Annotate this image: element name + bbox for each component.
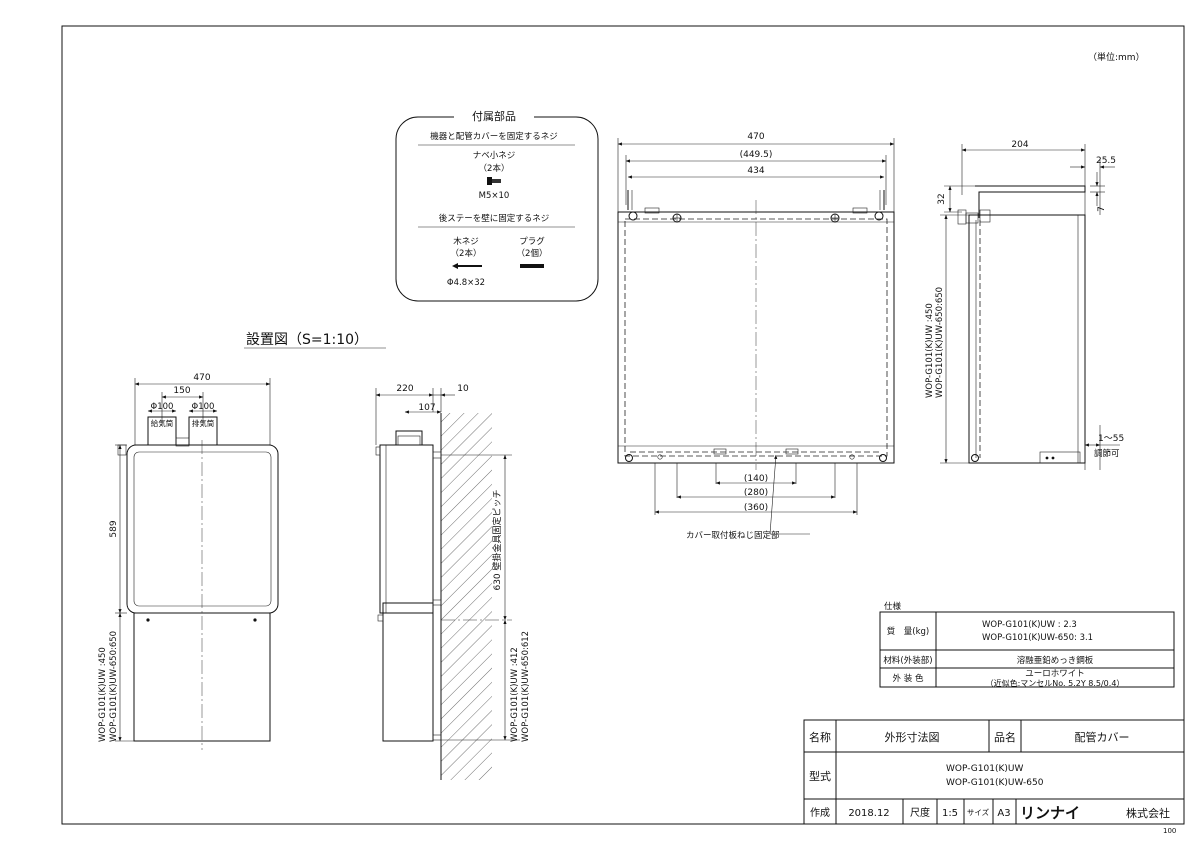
- front-dim-total: 470: [747, 132, 764, 142]
- tb-date: 2018.12: [848, 808, 889, 819]
- install-side-model-2: WOP-G101(K)UW-650:612: [521, 631, 531, 742]
- install-title: 設置図（S=1:10）: [246, 332, 368, 348]
- spec-color-label: 外 装 色: [893, 673, 924, 684]
- tb-brand: リンナイ: [1020, 804, 1080, 822]
- wood-screw-icon: [452, 263, 482, 269]
- install-front-model-1: WOP-G101(K)UW :450: [98, 647, 108, 742]
- spec-material-label: 材料(外装部): [883, 655, 932, 666]
- dia-left: Φ100: [151, 402, 174, 412]
- title-block: 名称 外形寸法図 品名 配管カバー 型式 WOP-G101(K)UW WOP-G…: [803, 719, 1185, 825]
- install-front-pitch: 150: [173, 386, 190, 396]
- spec-mass-line2: WOP-G101(K)UW-650: 3.1: [982, 633, 1093, 643]
- tb-company-suffix: 株式会社: [1126, 806, 1170, 820]
- plug-icon: [520, 264, 544, 268]
- screw-name: ナベ小ネジ: [473, 150, 516, 161]
- unit-note: （単位:mm）: [1088, 51, 1145, 63]
- install-side-offset: 107: [418, 403, 435, 413]
- tb-product-value: 配管カバー: [1075, 730, 1130, 744]
- tb-size-label: サイズ: [967, 807, 990, 817]
- side-dim-25-5: 25.5: [1096, 156, 1116, 166]
- spec-material-value: 溶融亜鉛めっき鋼板: [1017, 655, 1094, 666]
- wood-screw-name: 木ネジ: [453, 236, 479, 247]
- side-adjust-label: 調節可: [1094, 448, 1120, 459]
- spec-mass-line1: WOP-G101(K)UW : 2.3: [982, 620, 1077, 630]
- side-model-2: WOP-G101(K)UW-650:650: [935, 287, 945, 398]
- page-code: 100: [1163, 827, 1176, 835]
- front-callout: カバー取付板ねじ固定部: [686, 530, 780, 541]
- wood-screw-qty: （2本）: [451, 248, 482, 259]
- accessories-group2-title: 後ステーを壁に固定するネジ: [439, 213, 550, 224]
- side-adjust-range: 1〜55: [1098, 434, 1124, 444]
- screw-qty: （2本）: [479, 163, 510, 174]
- tb-made-label: 作成: [810, 807, 830, 819]
- supply-pipe-label: 給気筒: [151, 418, 174, 428]
- front-dim-280: (280): [744, 488, 768, 498]
- tb-name-value: 外形寸法図: [885, 730, 940, 744]
- drawing-border: [61, 25, 1185, 825]
- plug-name: プラグ: [519, 236, 545, 247]
- tb-model-label: 型式: [809, 769, 831, 783]
- accessories-title: 付属部品: [472, 109, 516, 123]
- side-dim-32: 32: [937, 193, 947, 204]
- tb-scale-label: 尺度: [910, 806, 930, 819]
- front-dim-inner: (449.5): [740, 150, 773, 160]
- install-side-view: 220 10 107 630 壁掛金具固定ピッチ WOP-G101(K)UW :…: [375, 384, 531, 780]
- front-dim-434: 434: [747, 166, 764, 176]
- screw-size: M5×10: [479, 191, 510, 201]
- pan-screw-icon: [487, 177, 501, 185]
- install-side-depth: 220: [396, 384, 413, 394]
- install-front-view: 470 150 Φ100 Φ100 給気筒 排気筒 589 WOP-G10: [98, 373, 279, 750]
- plug-qty: （2個）: [517, 248, 548, 259]
- cover-side-view: 204 25.5 32 7 WOP-G101(K)UW: [925, 140, 1124, 470]
- tb-model-line2: WOP-G101(K)UW-650: [946, 778, 1044, 788]
- install-front-height: 589: [109, 520, 119, 537]
- accessories-box: 付属部品 機器と配管カバーを固定するネジ ナベ小ネジ （2本） M5×10 後ス…: [395, 109, 599, 302]
- exhaust-pipe-label: 排気筒: [192, 418, 215, 428]
- front-dim-360: (360): [744, 503, 768, 513]
- install-front-width: 470: [193, 373, 210, 383]
- spec-title: 仕様: [884, 601, 902, 612]
- accessories-group1-title: 機器と配管カバーを固定するネジ: [430, 131, 558, 142]
- tb-scale: 1:5: [942, 808, 958, 819]
- spec-table: 仕様 質 量(kg) WOP-G101(K)UW : 2.3 WOP-G101(…: [879, 601, 1175, 688]
- install-side-model-1: WOP-G101(K)UW :412: [510, 647, 520, 742]
- tb-name-label: 名称: [809, 730, 831, 744]
- wood-screw-size: Φ4.8×32: [447, 278, 485, 288]
- side-model-1: WOP-G101(K)UW :450: [925, 303, 935, 398]
- install-side-pitch: 630 壁掛金具固定ピッチ: [491, 489, 503, 590]
- tb-model-line1: WOP-G101(K)UW: [946, 764, 1023, 774]
- spec-mass-label: 質 量(kg): [887, 626, 929, 637]
- front-dim-140: (140): [744, 474, 768, 484]
- side-dim-7: 7: [1097, 206, 1107, 212]
- install-front-model-2: WOP-G101(K)UW-650:650: [109, 631, 119, 742]
- tb-size: A3: [997, 808, 1010, 819]
- cover-front-view: 470 (449.5) 434: [617, 132, 895, 541]
- tb-product-label: 品名: [994, 730, 1016, 744]
- dia-right: Φ100: [192, 402, 215, 412]
- spec-color-line1: ユーロホワイト: [1025, 669, 1085, 679]
- spec-color-line2: （近似色:マンセルNo. 5.2Y 8.5/0.4）: [986, 678, 1125, 688]
- install-side-gap: 10: [457, 384, 469, 394]
- side-dim-204: 204: [1011, 140, 1028, 150]
